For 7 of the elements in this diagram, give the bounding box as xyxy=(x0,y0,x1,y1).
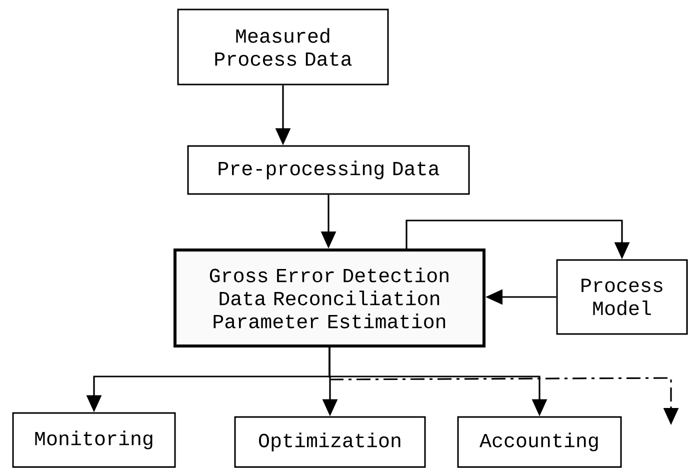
analysis-box: Gross Error Detection Data Reconciliation Parameter Estimation xyxy=(174,248,486,348)
process-box: Pre-processing Data xyxy=(187,145,470,195)
process-box: Optimization xyxy=(234,416,426,468)
process-box: Measured Process Data xyxy=(177,8,389,86)
process-box: Process Model xyxy=(556,259,688,335)
process-box: Accounting xyxy=(457,416,622,468)
process-box: Monitoring xyxy=(12,412,176,468)
